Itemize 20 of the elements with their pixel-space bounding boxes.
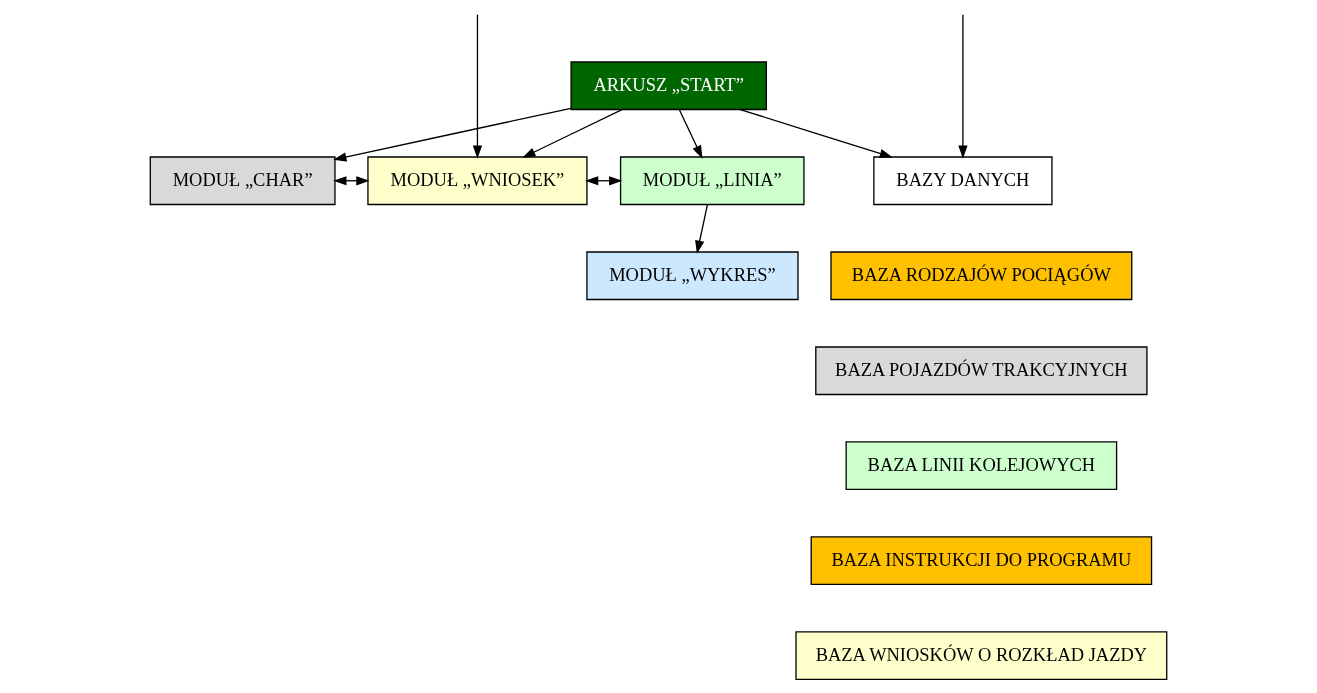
node-box: ARKUSZ „START”	[570, 61, 767, 111]
arrow	[585, 176, 623, 186]
node-box: BAZA RODZAJÓW POCIĄGÓW	[830, 251, 1133, 301]
arrow	[522, 109, 623, 158]
arrow	[958, 14, 968, 159]
arrow	[739, 108, 893, 158]
arrow	[333, 107, 572, 162]
arrow	[333, 176, 370, 186]
node-box: MODUŁ „CHAR”	[149, 156, 336, 206]
arrow	[472, 14, 483, 159]
node-box: BAZY DANYCH	[873, 156, 1053, 206]
node-box: MODUŁ „LINIA”	[619, 156, 805, 206]
node-box: BAZA WNIOSKÓW O ROZKŁAD JAZDY	[795, 631, 1168, 681]
node-box: MODUŁ „WYKRES”	[586, 251, 799, 301]
node-box: MODUŁ „WNIOSEK”	[367, 156, 588, 206]
arrow	[678, 109, 703, 159]
node-box: BAZA POJAZDÓW TRAKCYJNYCH	[815, 346, 1148, 396]
node-box: BAZA INSTRUKCJI DO PROGRAMU	[810, 536, 1153, 586]
arrow	[695, 204, 708, 254]
node-box: BAZA LINII KOLEJOWYCH	[845, 441, 1118, 491]
